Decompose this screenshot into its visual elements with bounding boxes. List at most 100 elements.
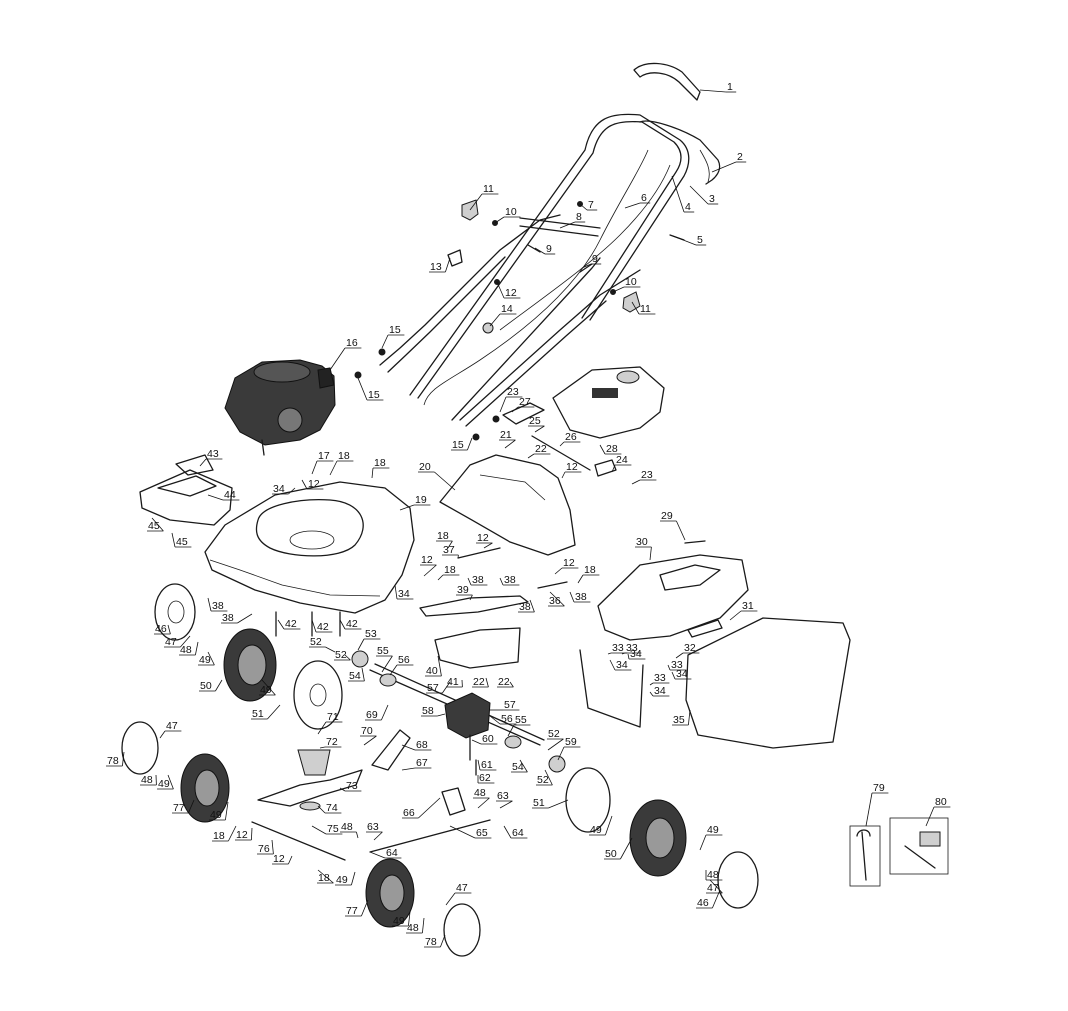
callout-number: 52 [548,728,560,740]
callout-number: 71 [327,711,339,723]
callout-79: 79 [865,782,889,827]
callout-leader-line [445,257,451,273]
callout-number: 59 [565,736,577,748]
callout-43: 43 [199,448,223,467]
callout-leader-line [711,161,737,173]
callout-31: 31 [729,600,758,621]
catcher-rod-32 [579,649,644,728]
spring-60-61 [469,734,477,776]
callout-leader-line [489,313,501,327]
callout-number: 34 [676,668,688,680]
callout-leader-line [631,301,640,315]
lower-handle-bar [379,214,641,427]
callout-number: 19 [415,494,427,506]
callout-36: 36 [548,591,565,607]
callout-leader-line [449,825,476,839]
callout-number: 34 [398,588,410,600]
gear-59 [548,755,566,773]
callout-number: 54 [512,761,524,773]
gear-53 [351,650,369,668]
callout-number: 12 [273,853,285,865]
callout-72: 72 [319,736,342,749]
callout-58: 58 [421,705,446,717]
callout-leader-line [534,425,545,433]
callout-8: 8 [559,211,586,229]
callout-number: 47 [166,720,178,732]
callout-42: 42 [339,618,362,630]
callout-leader-line [671,175,685,213]
callout-leader-line [529,599,535,613]
callout-number: 64 [386,847,398,859]
callout-78: 78 [424,934,446,948]
callout-number: 47 [707,882,719,894]
clip-43 [175,454,214,476]
callout-69: 69 [365,704,389,721]
callout-leader-line [631,479,641,485]
callout-13: 13 [429,257,451,273]
rear-axle-65 [369,819,491,853]
callout-leader-line [496,281,505,299]
callout-leader-line [729,610,742,621]
callout-number: 77 [173,802,185,814]
callout-number: 49 [199,654,211,666]
belt-cover-40 [434,627,521,669]
callout-number: 48 [341,821,353,833]
callout-leader-line [699,89,727,93]
drive-belt-39 [419,595,529,617]
callout-leader-line [499,577,504,586]
callout-leader-line [267,704,281,720]
callout-leader-line [344,654,351,661]
callout-number: 75 [327,823,339,835]
callout-number: 41 [447,676,459,688]
wheel-hubcap-46-right [717,851,759,909]
callout-32: 32 [675,642,700,659]
callout-48: 48 [705,869,723,881]
callout-12: 12 [554,557,579,575]
callout-leader-line [469,193,483,211]
callout-18: 18 [371,457,390,479]
callout-23: 23 [631,469,657,485]
callout-49: 49 [699,824,723,851]
callout-number: 29 [661,510,673,522]
callout-number: 37 [443,544,455,556]
callout-leader-line [469,594,473,601]
callout-18: 18 [212,825,237,842]
callout-57: 57 [490,699,520,711]
callout-leader-line [649,546,652,561]
callout-number: 31 [742,600,754,612]
callout-leader-line [581,263,592,269]
callout-leader-line [534,247,546,255]
callout-number: 56 [501,713,513,725]
callout-leader-line [579,203,588,211]
callout-12: 12 [476,532,493,549]
callout-leader-line [569,591,575,603]
callout-number: 46 [155,623,167,635]
callout-number: 11 [483,183,494,195]
callout-51: 51 [251,704,281,720]
callout-18: 18 [436,530,453,549]
callout-leader-line [188,799,195,814]
callout-number: 39 [457,584,469,596]
callout-48: 48 [406,917,425,934]
callout-number: 54 [349,670,361,682]
callout-leader-line [612,286,625,293]
callout-number: 60 [482,733,494,745]
callout-34: 34 [272,483,296,495]
callout-53: 53 [357,628,381,651]
screws-42 [275,611,341,637]
callout-number: 12 [477,532,489,544]
callout-33: 33 [649,672,670,686]
wheel-77-right-rear [365,858,415,928]
callout-14: 14 [489,303,517,327]
callout-52: 52 [547,728,564,751]
callout-47: 47 [445,882,472,906]
callout-number: 38 [212,600,224,612]
callout-leader-line [483,542,493,549]
callout-16: 16 [329,337,362,371]
callout-19: 19 [399,494,431,511]
callout-33: 33 [667,659,687,671]
callout-64: 64 [503,825,528,839]
callout-29: 29 [660,510,686,541]
callout-15: 15 [357,377,384,401]
callout-leader-line [671,671,676,680]
